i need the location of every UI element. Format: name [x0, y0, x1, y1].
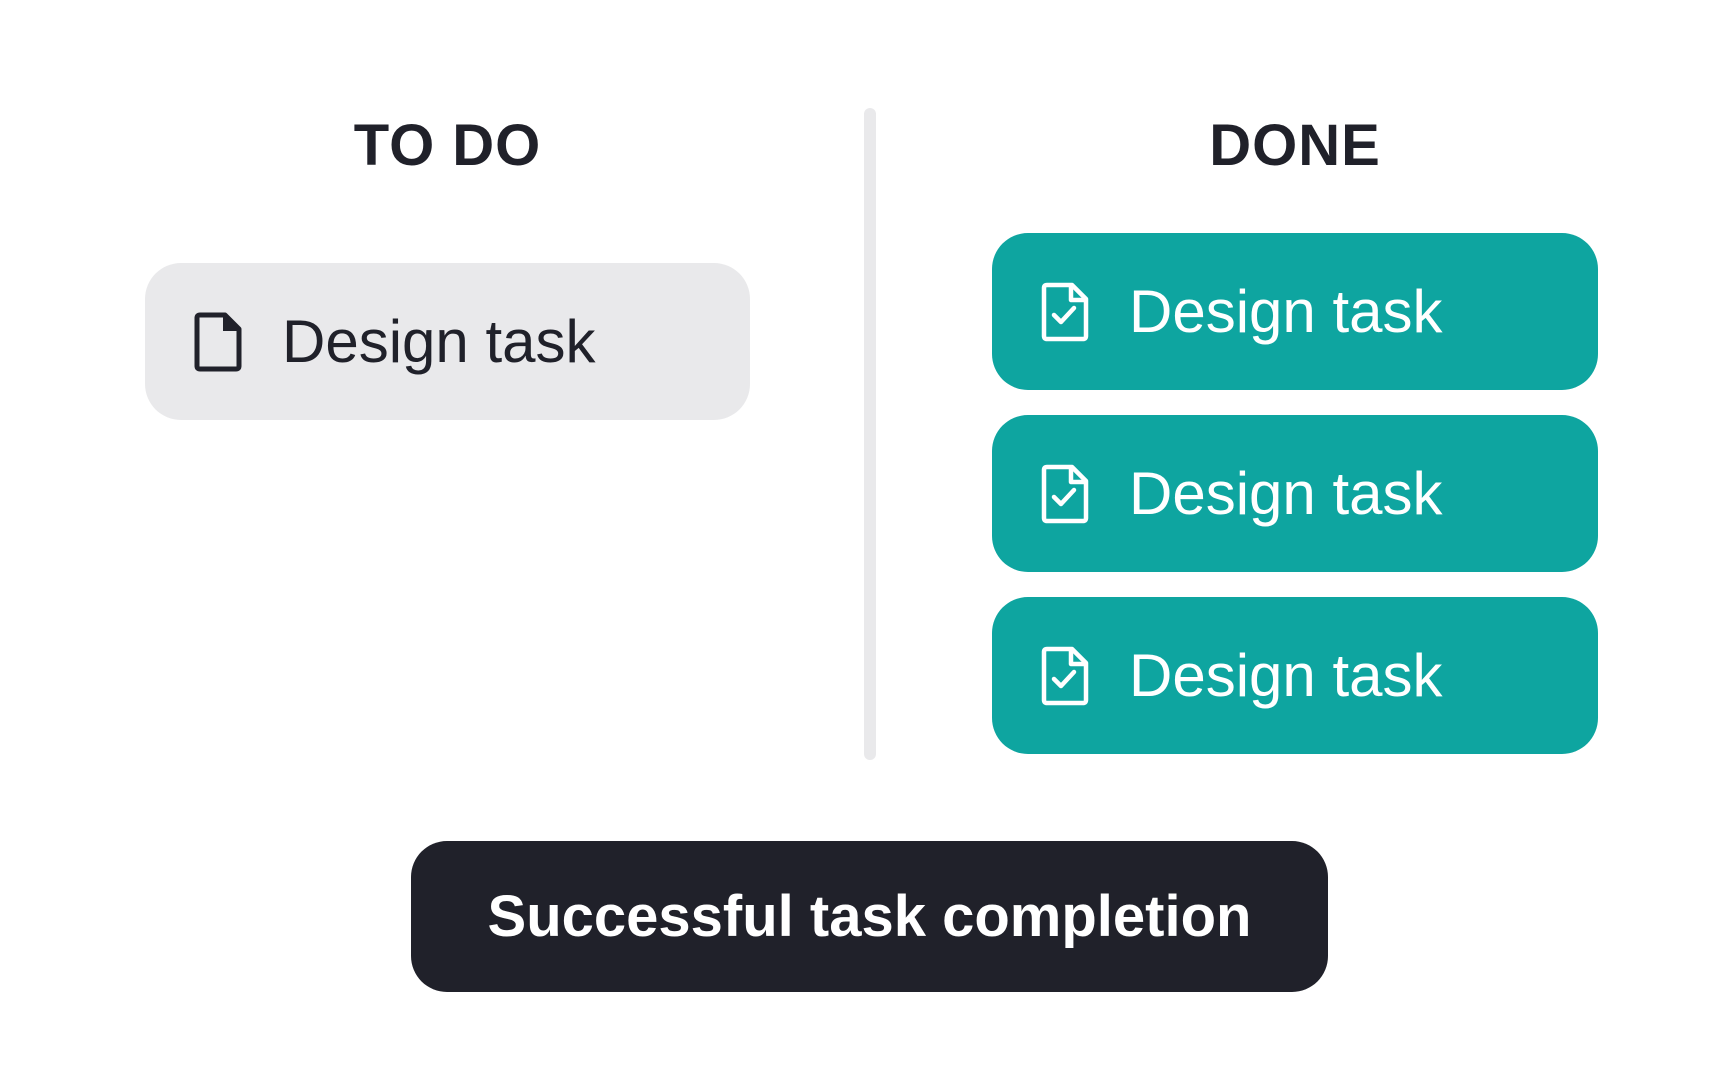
task-label: Design task [1129, 278, 1443, 345]
done-column-title: DONE [1209, 113, 1381, 178]
document-check-icon [1041, 646, 1089, 705]
task-label: Design task [282, 308, 596, 375]
document-icon [194, 312, 242, 371]
todo-column-title: TO DO [353, 113, 542, 178]
done-task-card[interactable]: Design task [992, 233, 1598, 390]
column-divider [864, 108, 876, 760]
document-check-icon [1041, 464, 1089, 523]
todo-task-card[interactable]: Design task [145, 263, 750, 420]
task-label: Design task [1129, 642, 1443, 709]
completion-badge: Successful task completion [411, 841, 1328, 992]
document-check-icon [1041, 282, 1089, 341]
done-task-card[interactable]: Design task [992, 597, 1598, 754]
completion-badge-text: Successful task completion [487, 884, 1252, 949]
done-task-card[interactable]: Design task [992, 415, 1598, 572]
task-label: Design task [1129, 460, 1443, 527]
